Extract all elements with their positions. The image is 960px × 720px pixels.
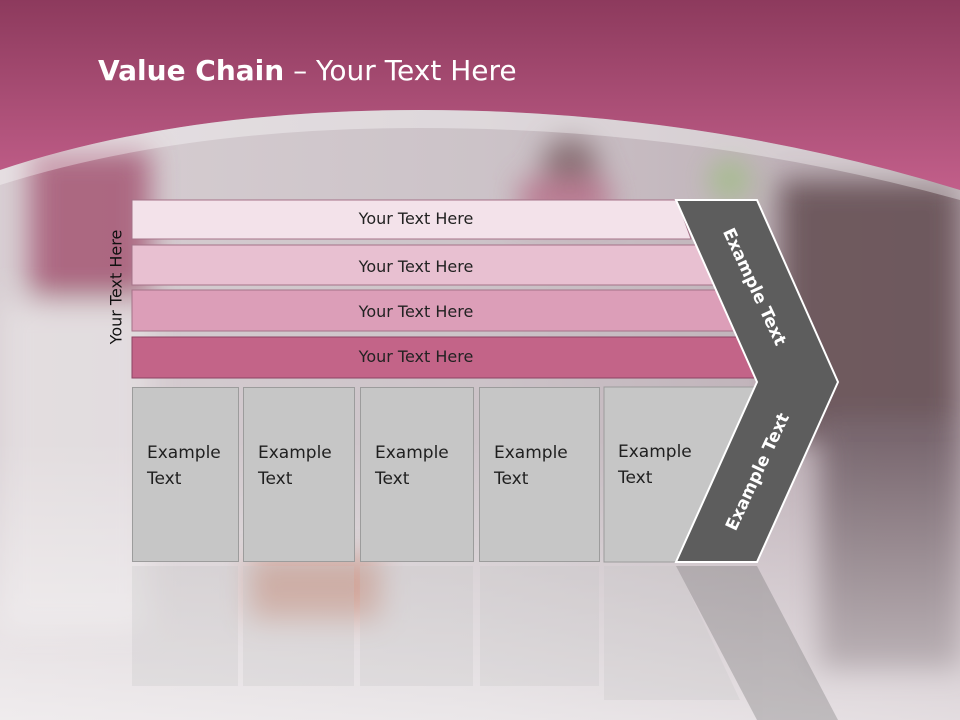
box-4-line-1: Example (494, 443, 568, 463)
box-1-line-2: Text (147, 469, 182, 489)
bar-1-label: Your Text Here (358, 209, 474, 228)
slide-title: Value Chain – Your Text Here (98, 54, 517, 87)
margin-chevron (674, 199, 840, 563)
box-2-line-2: Text (258, 469, 293, 489)
bar-3-label: Your Text Here (358, 302, 474, 321)
support-bar-1 (131, 199, 692, 240)
title-separator: – (284, 54, 317, 87)
title-rest: Your Text Here (316, 54, 517, 87)
box-4-line-2: Text (494, 469, 529, 489)
box-5-line-2: Text (618, 468, 653, 488)
bar-4-label: Your Text Here (358, 347, 474, 366)
box-2-line-1: Example (258, 443, 332, 463)
title-bold: Value Chain (98, 54, 285, 87)
box-3-line-1: Example (375, 443, 449, 463)
box-5-line-1: Example (618, 442, 692, 462)
box-3-line-2: Text (375, 469, 410, 489)
bar-2-label: Your Text Here (358, 257, 474, 276)
reflection (132, 566, 838, 720)
box-1-line-1: Example (147, 443, 221, 463)
